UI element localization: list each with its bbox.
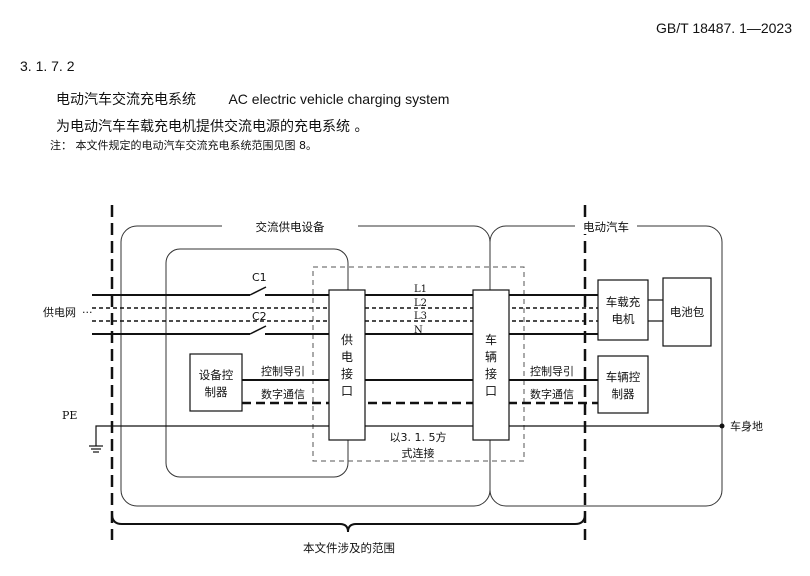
term-chinese: 电动汽车交流充电系统 [56,92,196,108]
grid-dots: ··· [82,306,93,319]
pe-label: PE [62,409,77,422]
vehicle-controller-label-2: 制器 [612,387,635,401]
control-pilot-label-right: 控制导引 [530,364,574,378]
standard-code: GB/T 18487. 1—2023 [656,20,792,36]
term-definition: 为电动汽车车载充电机提供交流电源的充电系统 。 [56,119,369,135]
control-pilot-label-left: 控制导引 [261,364,305,378]
line-label-l3: L3 [414,311,427,322]
switch-c2-label: C2 [252,310,267,323]
vehicle-interface-char-2: 辆 [485,350,497,364]
grid-label: 供电网 [43,305,76,319]
scope-label: 本文件涉及的范围 [303,541,395,555]
supply-interface-char-1: 供 [341,333,353,347]
supply-equipment-region [120,225,491,507]
supply-interface-char-2: 电 [341,350,353,364]
connection-mode-label-2: 式连接 [402,447,435,460]
digital-comm-label-left: 数字通信 [261,387,305,401]
switch-c1-label: C1 [252,271,267,284]
supply-interface-char-4: 口 [341,384,353,398]
battery-pack-box [662,277,712,347]
vehicle-interface-char-3: 接 [485,366,497,381]
digital-comm-label-right: 数字通信 [530,387,574,401]
switch-c1 [249,286,267,296]
vehicle-controller-label-1: 车辆控 [606,370,641,384]
scope-brace [111,513,586,533]
pe-line [95,425,722,446]
onboard-charger-label-2: 电机 [612,312,635,326]
supply-interface-char-3: 接 [341,366,353,381]
vehicle-controller-box [597,355,649,414]
switch-c2 [249,325,267,335]
line-label-n: N [414,325,423,336]
line-label-l2: L2 [414,298,427,309]
supply-interface-box [328,289,366,441]
onboard-charger-box [597,279,649,341]
line-label-l1: L1 [414,284,427,295]
equipment-controller-box [189,353,243,412]
connection-mode-label-1: 以3. 1. 5方 [390,430,447,444]
connection-mode-region [312,266,525,462]
vehicle-interface-box [472,289,510,441]
chassis-ground-dot [719,423,725,429]
vehicle-interface-char-4: 口 [485,384,497,398]
note: 注： 本文件规定的电动汽车交流充电系统范围见图 8。 [50,139,317,152]
term-english: AC electric vehicle charging system [228,91,450,107]
chassis-ground-label: 车身地 [730,419,763,433]
vehicle-interface-char-1: 车 [485,332,497,347]
supply-equipment-title: 交流供电设备 [256,220,325,234]
battery-pack-label: 电池包 [670,305,705,319]
onboard-charger-label-1: 车载充 [606,295,641,309]
vehicle-title: 电动汽车 [583,220,629,234]
term-row: 电动汽车交流充电系统 AC electric vehicle charging … [56,89,449,109]
clause-number: 3. 1. 7. 2 [20,58,75,74]
equipment-controller-label-1: 设备控 [199,368,234,382]
equipment-controller-label-2: 制器 [205,385,228,399]
